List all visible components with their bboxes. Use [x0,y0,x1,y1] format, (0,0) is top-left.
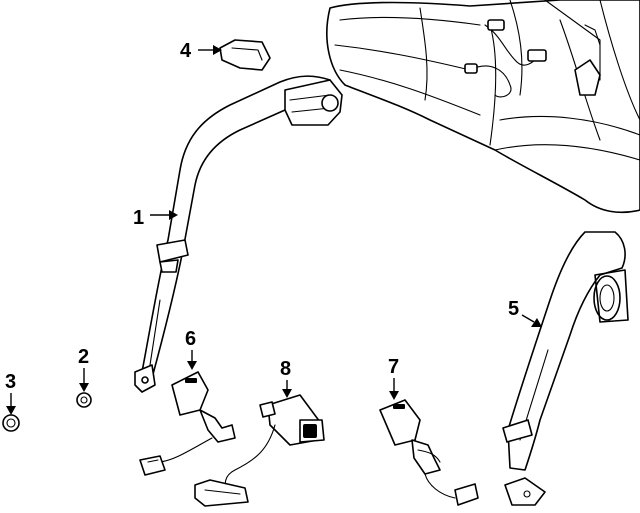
callout-5: 5 [508,298,519,320]
callout-4: 4 [180,40,192,62]
seat-belt-assembly-5 [502,231,629,506]
callout-6: 6 [185,328,196,350]
rear-seat-cushion [326,0,640,214]
leader-lines [6,45,542,415]
callout-labels: 1 2 3 4 5 6 7 8 [5,40,519,393]
washer-2 [76,392,92,408]
buckle-6 [139,371,236,476]
bracket-cover-4 [219,39,271,71]
callout-7: 7 [388,356,399,378]
seat-belt-assembly-1 [134,75,343,393]
callout-3: 3 [5,371,16,393]
callout-2: 2 [78,346,89,368]
sensor-8 [194,394,325,507]
ring-3 [2,414,20,432]
callout-8: 8 [280,358,291,380]
callout-1: 1 [133,207,144,229]
buckle-7 [379,399,479,506]
